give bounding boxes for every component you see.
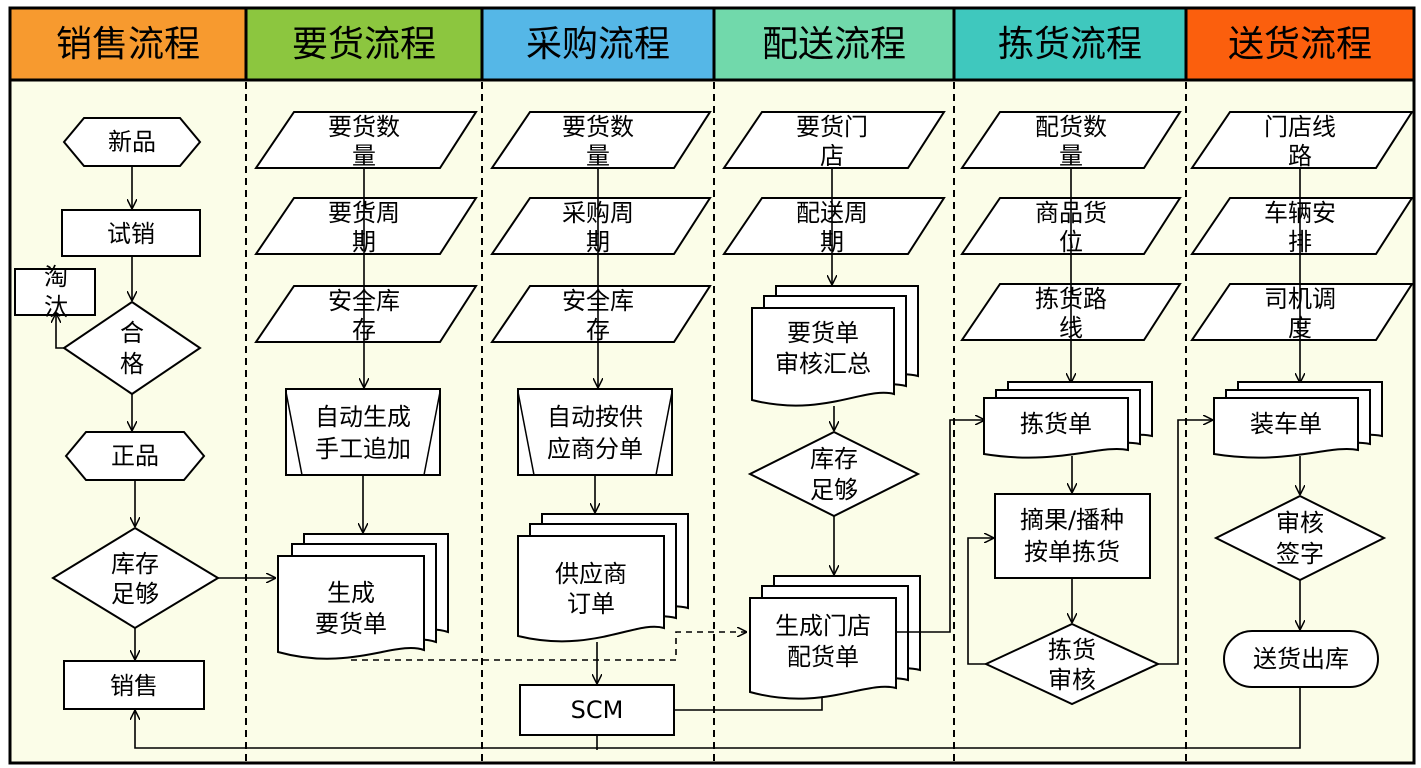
content-background: [8, 78, 1416, 765]
del-route-label-line1: 门店线: [1264, 113, 1336, 141]
req-order-document: [277, 533, 449, 660]
eliminate-node: [14, 268, 96, 316]
pick-list-label: 拣货单: [1020, 410, 1092, 438]
pick-list-document: [983, 381, 1153, 459]
pur-split-label-line1: 自动按供: [547, 403, 643, 431]
pur-cycle-input: [490, 197, 712, 255]
del-driver-input: [1190, 283, 1414, 341]
req-qty-label-line2: 量: [352, 142, 376, 170]
dist-store-order-label-line2: 配货单: [787, 643, 859, 671]
stock-check-dist-label-line1: 库存: [810, 445, 858, 473]
stock-check-sales-label-line1: 库存: [111, 550, 159, 578]
del-out-terminal: [1223, 630, 1379, 688]
req-order-label-line2: 要货单: [315, 610, 387, 638]
dist-cycle-input: [722, 197, 946, 255]
qualified-label-line2: 格: [120, 350, 144, 378]
pur-safety-input: [490, 285, 712, 343]
pick-review-label-line2: 审核: [1048, 666, 1096, 694]
req-safety-input: [254, 285, 478, 343]
req-cycle-input: [254, 197, 478, 255]
del-load-list-document: [1213, 381, 1383, 459]
pur-supplier-order-label-line1: 供应商: [555, 560, 627, 588]
requisition-arrows: [351, 168, 746, 661]
dist-summary-document: [751, 285, 919, 407]
distribution-arrows: [832, 168, 984, 633]
lane-dividers: [245, 82, 1187, 762]
del-route-input: [1190, 111, 1414, 169]
qualified-label-line1: 合: [120, 319, 144, 347]
del-out-label: 送货出库: [1253, 645, 1349, 673]
stock-check-dist-label-line2: 足够: [810, 476, 858, 504]
del-load-list-label: 装车单: [1250, 410, 1322, 438]
lane-title-picking: 拣货流程: [998, 24, 1142, 65]
lane-header-delivery: [1184, 6, 1416, 82]
dist-store-label-line2: 店: [820, 142, 844, 170]
lane-header-requisition: [244, 6, 484, 82]
sales-label: 销售: [110, 672, 158, 700]
lane-header-purchase: [480, 6, 716, 82]
pick-qty-label-line1: 配货数: [1035, 113, 1107, 141]
lane-header-sales: [8, 6, 248, 82]
dist-summary-label-line1: 要货单: [787, 319, 859, 347]
genuine-product-node: [64, 431, 206, 481]
pur-qty-input: [490, 111, 712, 169]
pur-split-node: [517, 388, 673, 476]
trial-sale-node: [61, 209, 201, 257]
sales-arrows: [56, 166, 1301, 749]
lane-title-distribution: 配送流程: [762, 24, 906, 65]
pick-review-label-line1: 拣货: [1048, 636, 1096, 664]
pick-qty-input: [960, 111, 1182, 169]
pur-qty-label-line1: 要货数: [562, 113, 634, 141]
dist-store-order-document: [749, 575, 921, 700]
new-product-node: [62, 117, 202, 167]
scm-node: [519, 684, 675, 736]
lane-title-delivery: 送货流程: [1228, 24, 1372, 65]
dist-store-input: [722, 111, 946, 169]
trial-sale-label: 试销: [107, 220, 155, 248]
del-route-label-line2: 路: [1288, 142, 1312, 170]
pur-supplier-order-document: [517, 513, 689, 643]
pur-supplier-order-label-line2: 订单: [567, 590, 615, 618]
pick-method-node: [994, 493, 1151, 579]
scm-label: SCM: [571, 696, 624, 724]
pick-review-decision: [983, 622, 1161, 706]
pur-split-label-line2: 应商分单: [547, 435, 643, 463]
req-qty-input: [254, 111, 478, 169]
eliminate-label-line1: 淘: [44, 263, 68, 291]
req-auto-label-line1: 自动生成: [315, 403, 411, 431]
pick-qty-label-line2: 量: [1059, 142, 1083, 170]
req-auto-generate-node: [285, 388, 441, 476]
req-auto-label-line2: 手工追加: [315, 435, 411, 463]
sales-node: [63, 660, 205, 710]
pick-method-label-line1: 摘果/播种: [1020, 506, 1124, 534]
del-sign-label-line1: 审核: [1276, 509, 1324, 537]
del-vehicle-input: [1190, 197, 1414, 255]
genuine-product-label: 正品: [111, 442, 159, 470]
pur-qty-label-line2: 量: [586, 142, 610, 170]
lane-title-requisition: 要货流程: [292, 24, 436, 65]
dist-store-label-line1: 要货门: [796, 113, 868, 141]
del-sign-label-line2: 签字: [1276, 540, 1324, 568]
dist-store-order-label-line1: 生成门店: [775, 612, 871, 640]
dist-summary-label-line2: 审核汇总: [775, 350, 871, 378]
lane-header-picking: [952, 6, 1188, 82]
lane-title-purchase: 采购流程: [526, 24, 670, 65]
lane-title-sales: 销售流程: [56, 24, 200, 65]
new-product-label: 新品: [108, 128, 156, 156]
picking-arrows: [967, 168, 1212, 665]
stock-check-sales-label-line2: 足够: [111, 580, 159, 608]
req-order-label-line1: 生成: [327, 579, 375, 607]
pick-method-label-line2: 按单拣货: [1024, 538, 1120, 566]
req-qty-label-line1: 要货数: [328, 113, 400, 141]
